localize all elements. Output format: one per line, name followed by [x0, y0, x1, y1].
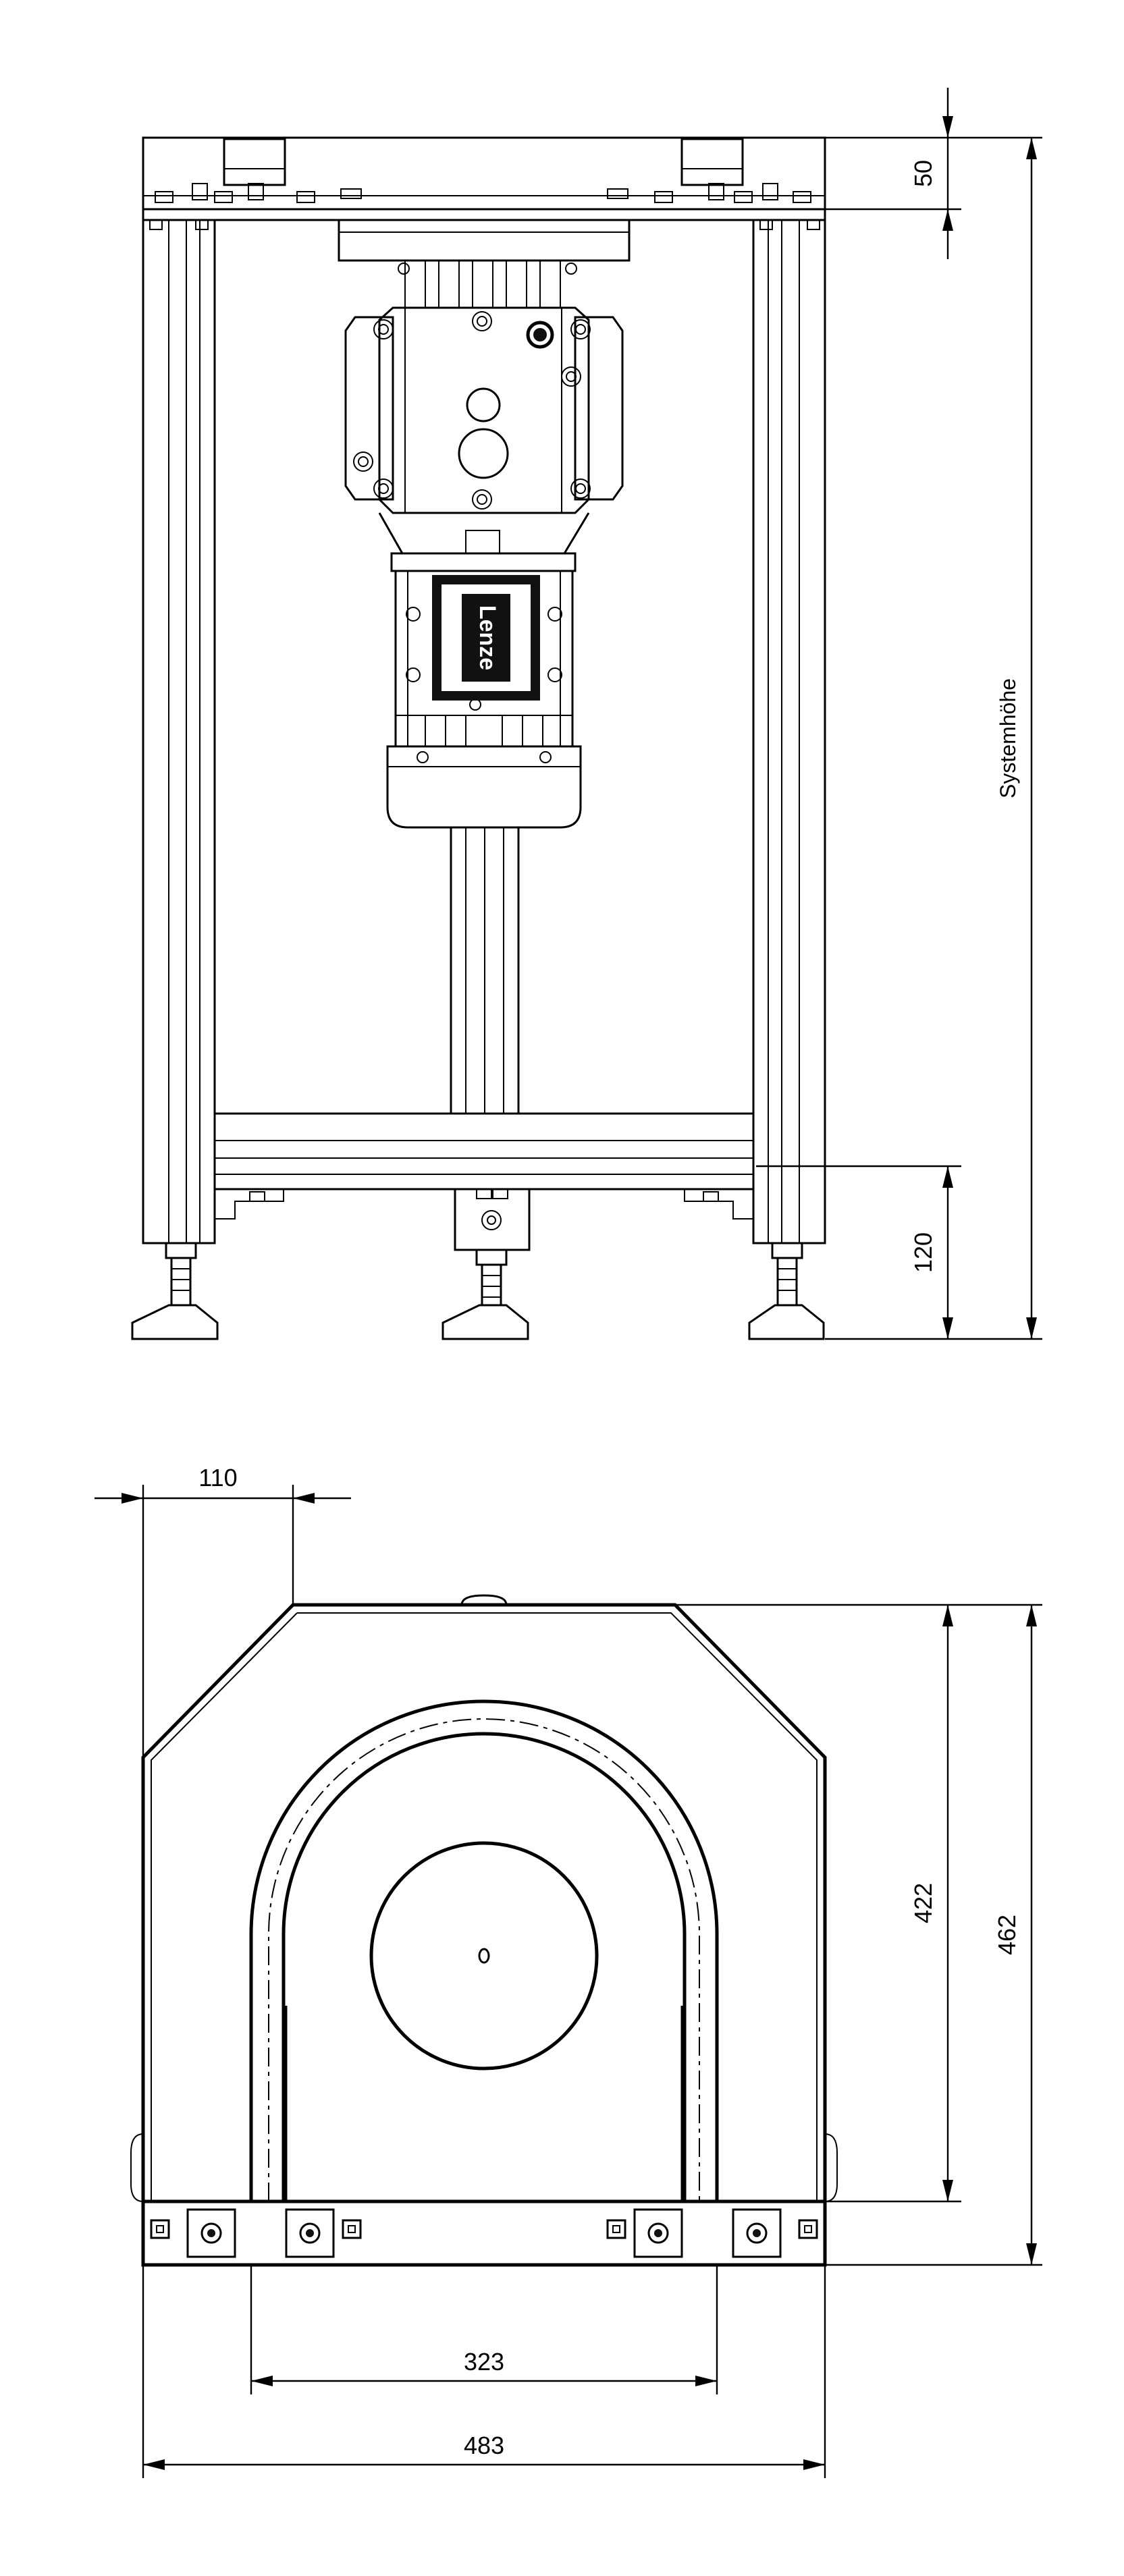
front-view: Lenze — [131, 136, 826, 1340]
dim-483: 483 — [464, 2432, 504, 2459]
leveling-foot-left — [131, 1242, 219, 1340]
top-view — [130, 1594, 838, 2267]
motor: Lenze — [386, 552, 582, 829]
top-view-dimensions: 110 422 462 323 483 — [95, 1464, 1042, 2478]
top-plate — [142, 136, 826, 211]
front-view-dimensions: 50 120 Systemhöhe — [756, 88, 1042, 1340]
dim-462: 462 — [993, 1915, 1021, 1955]
top-bolts — [155, 183, 811, 203]
brackets — [214, 1188, 754, 1251]
gearbox — [344, 306, 624, 555]
base-fasteners — [150, 2208, 818, 2258]
dim-system-height: Systemhöhe — [996, 678, 1020, 798]
leveling-foot-right — [748, 1242, 825, 1340]
u-channel-outer — [249, 1699, 719, 2201]
top-plate-lower-strip — [142, 208, 826, 221]
sensor-left — [223, 138, 286, 186]
u-channel-inner — [282, 1732, 687, 2201]
dim-50: 50 — [909, 160, 937, 187]
dim-323: 323 — [464, 2348, 504, 2376]
crossbar — [213, 1112, 755, 1190]
dim-110: 110 — [198, 1464, 237, 1491]
base-plate — [141, 2199, 827, 2267]
u-channel-centerline — [268, 1718, 700, 2201]
right-column — [752, 219, 826, 1244]
motor-brand-logo: Lenze — [475, 605, 500, 670]
dim-120: 120 — [909, 1232, 937, 1273]
coupling-rods — [398, 260, 577, 308]
dim-422: 422 — [909, 1883, 937, 1923]
central-strut — [450, 826, 520, 1115]
hub-center — [478, 1948, 490, 1964]
leveling-foot-center — [441, 1249, 529, 1340]
mounting-flange — [338, 219, 631, 262]
left-column — [142, 219, 216, 1244]
drive-hub — [369, 1841, 599, 2071]
housing-outline — [141, 1603, 827, 2203]
sensor-right — [680, 138, 744, 186]
